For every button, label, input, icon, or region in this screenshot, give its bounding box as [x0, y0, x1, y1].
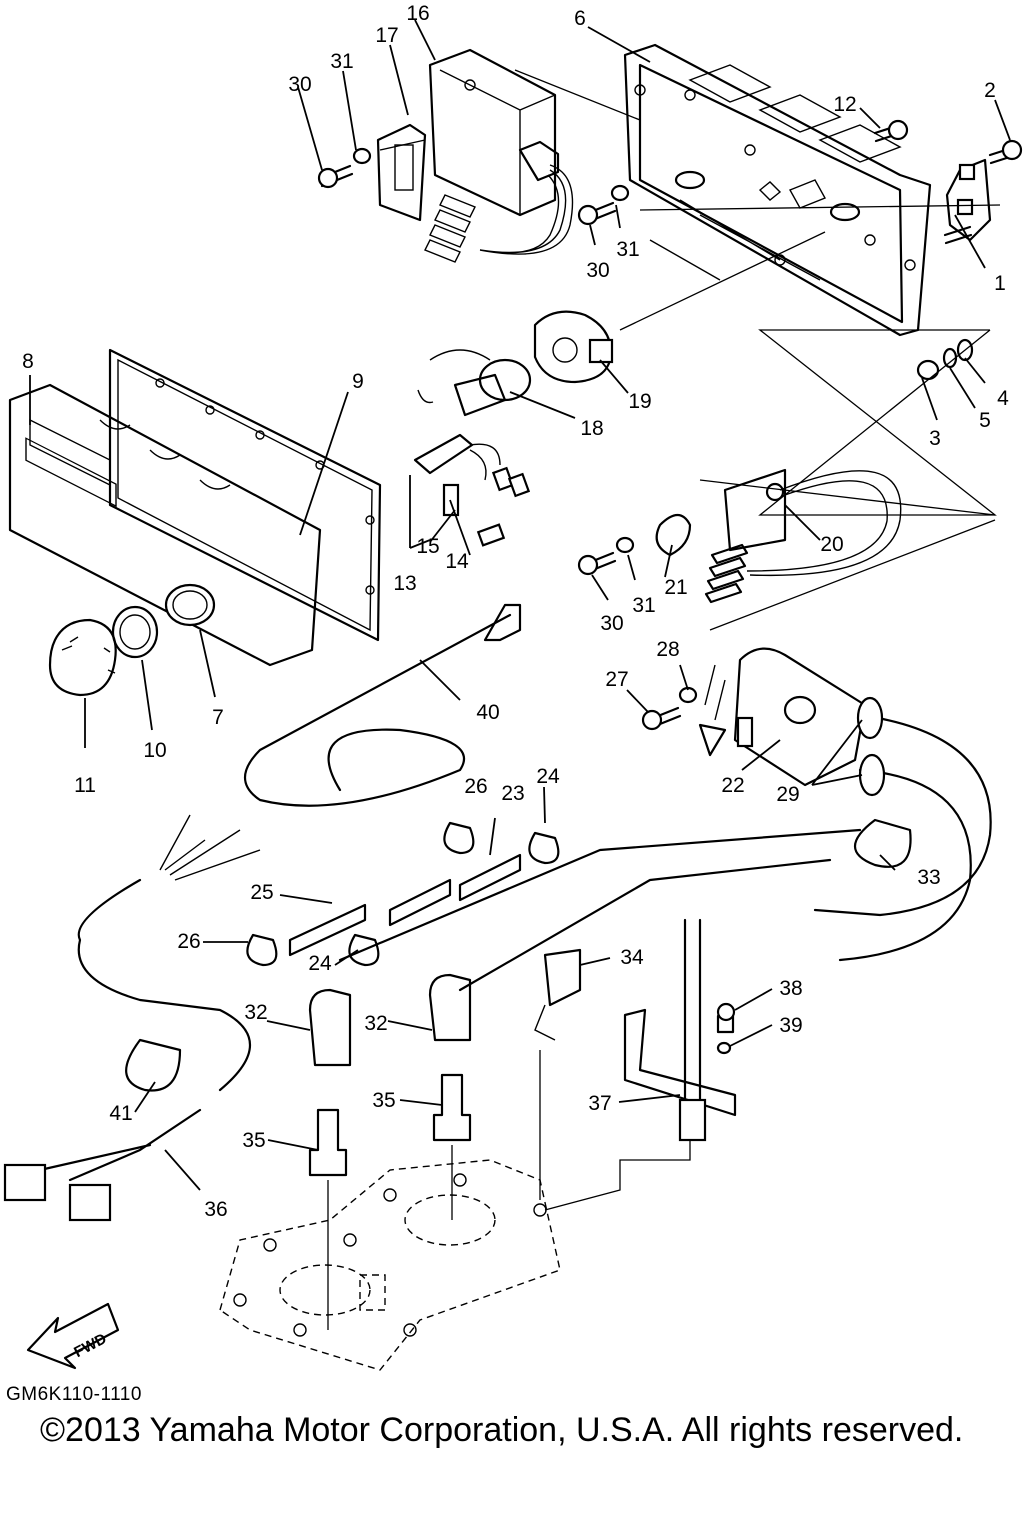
- callout-38: 38: [779, 977, 802, 1000]
- rectifier-regulator: [417, 349, 532, 417]
- cdi-unit: [424, 48, 574, 263]
- hose-clamps: [125, 818, 912, 1092]
- callout-18: 18: [580, 417, 603, 440]
- callout-7: 7: [212, 706, 224, 729]
- callout-11: 11: [74, 774, 96, 797]
- wire-harness: [3, 603, 522, 1222]
- cover-cap: [48, 618, 117, 697]
- wire-clamp: [655, 513, 692, 557]
- cylinder-head: [219, 1159, 561, 1371]
- callout-32b: 32: [364, 1012, 387, 1035]
- cdi-holder: [376, 123, 427, 222]
- callout-24b: 24: [308, 952, 332, 975]
- callout-37: 37: [588, 1092, 611, 1115]
- callout-22: 22: [721, 774, 744, 797]
- callout-30b: 30: [586, 259, 609, 282]
- callout-39: 39: [779, 1014, 802, 1037]
- callout-12: 12: [833, 93, 856, 116]
- part-callouts: 1 2 3 4 5 6 7 8 9 10 11 12 13 14 15 16 1…: [22, 2, 1009, 1221]
- leader-lines: [29, 19, 1011, 1191]
- callout-15: 15: [416, 535, 439, 558]
- copyright-notice: ©2013 Yamaha Motor Corporation, U.S.A. A…: [40, 1411, 964, 1449]
- callout-6: 6: [574, 7, 586, 30]
- callout-30c: 30: [600, 612, 623, 635]
- callout-35b: 35: [372, 1089, 395, 1112]
- callout-28: 28: [656, 638, 679, 661]
- callout-29: 29: [776, 783, 799, 806]
- callout-31b: 31: [616, 238, 639, 261]
- exploded-parts-diagram: 1 2 3 4 5 6 7 8 9 10 11 12 13 14 15 16 1…: [3, 2, 1023, 1371]
- callout-33: 33: [917, 866, 940, 889]
- callout-41: 41: [109, 1102, 132, 1125]
- callout-4: 4: [997, 387, 1009, 410]
- callout-2: 2: [984, 79, 996, 102]
- callout-17: 17: [375, 24, 398, 47]
- electrical-box-base: [623, 43, 932, 337]
- callout-23: 23: [501, 782, 524, 805]
- drawing-code: GM6K110-1110: [6, 1384, 142, 1405]
- callout-26: 26: [464, 775, 487, 798]
- callout-19: 19: [628, 390, 651, 413]
- callout-3: 3: [929, 427, 941, 450]
- thermo-switch: [534, 948, 582, 1041]
- callout-10: 10: [143, 739, 166, 762]
- starter-switch-wiring: [413, 433, 531, 547]
- callout-13: 13: [393, 572, 416, 595]
- callout-20: 20: [820, 533, 843, 556]
- callout-32: 32: [244, 1001, 267, 1024]
- callout-9: 9: [352, 370, 364, 393]
- callout-24: 24: [536, 765, 560, 788]
- callout-31c: 31: [632, 594, 655, 617]
- fwd-arrow-icon: FWD: [26, 1302, 120, 1370]
- callout-8: 8: [22, 350, 34, 373]
- callout-16: 16: [406, 2, 429, 25]
- starter-relay: [533, 310, 614, 384]
- high-tension-leads: [288, 696, 992, 992]
- electrical-box-cover: [8, 348, 382, 667]
- callout-34: 34: [620, 946, 644, 969]
- callout-1: 1: [994, 272, 1006, 295]
- callout-40: 40: [476, 701, 499, 724]
- callout-31: 31: [330, 50, 353, 73]
- callout-25: 25: [250, 881, 273, 904]
- coil-holder: [704, 468, 902, 604]
- sensor-bracket: [623, 918, 737, 1142]
- fwd-label: FWD: [71, 1330, 109, 1361]
- callout-30: 30: [288, 73, 311, 96]
- spark-plug-caps: [308, 973, 472, 1067]
- callout-26b: 26: [177, 930, 200, 953]
- ignition-coil: [698, 647, 867, 787]
- callout-21: 21: [664, 576, 687, 599]
- callout-27: 27: [605, 668, 628, 691]
- callout-36: 36: [204, 1198, 227, 1221]
- cap-o-ring: [111, 605, 159, 659]
- assembly-lines: [327, 69, 1001, 1330]
- screws-and-washers: [317, 119, 1023, 1055]
- callout-14: 14: [445, 550, 469, 573]
- callout-35: 35: [242, 1129, 265, 1152]
- callout-5: 5: [979, 409, 991, 432]
